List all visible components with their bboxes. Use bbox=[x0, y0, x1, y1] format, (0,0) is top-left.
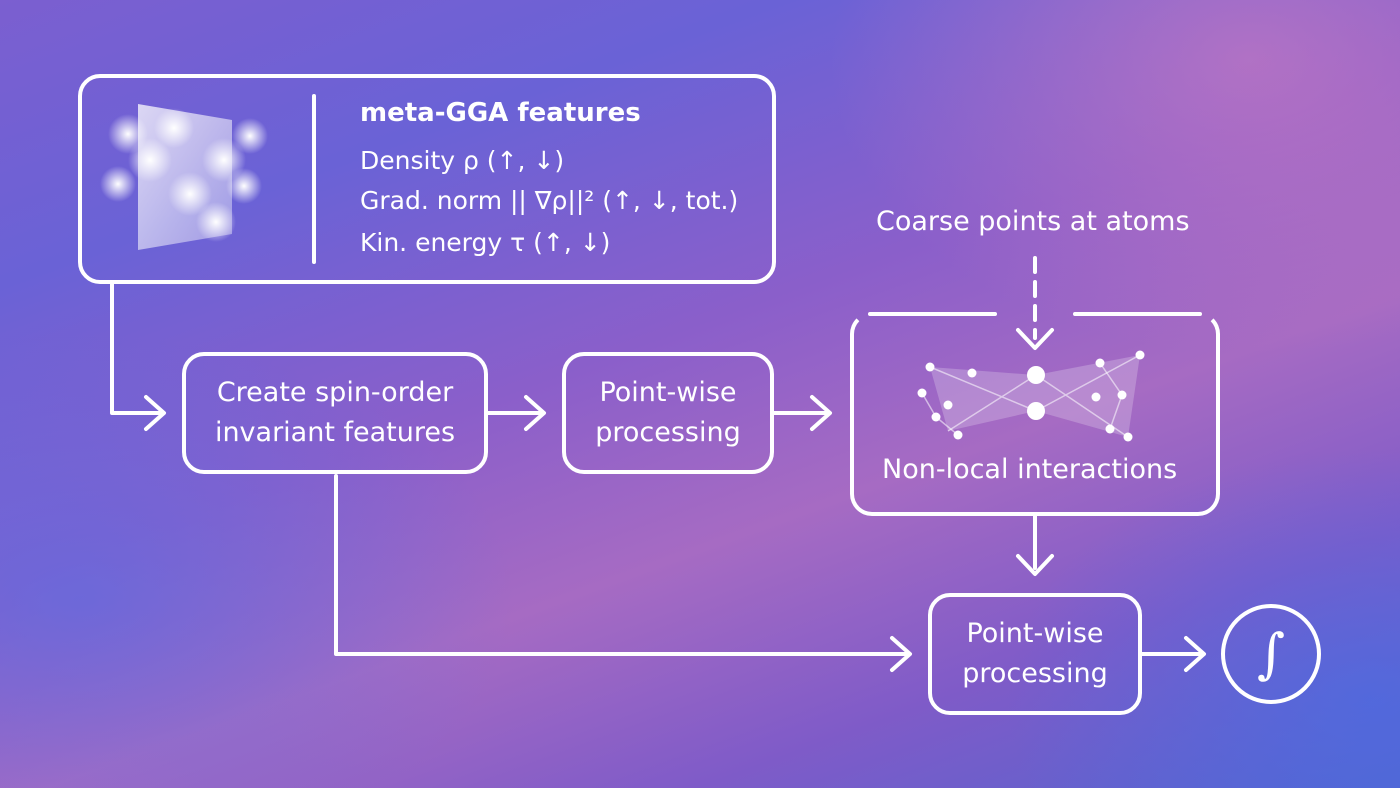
spin-box-line-1: Create spin-order bbox=[216, 377, 454, 408]
feature-kinetic-energy: Kin. energy τ (↑, ↓) bbox=[360, 228, 611, 257]
feature-gradient-norm: Grad. norm || ∇ρ||² (↑, ↓, tot.) bbox=[360, 186, 739, 215]
pointwise-2-line-2: processing bbox=[962, 658, 1108, 689]
arrow-features-to-spin bbox=[110, 281, 164, 415]
pointwise-processing-box-2: Point-wise processing bbox=[928, 593, 1142, 715]
integral-icon: ∫ bbox=[1256, 622, 1286, 685]
nonlocal-interactions-box bbox=[850, 312, 1220, 516]
features-box bbox=[78, 74, 776, 284]
spin-invariant-box: Create spin-order invariant features bbox=[182, 352, 488, 474]
features-divider bbox=[312, 94, 316, 264]
pointwise-2-line-1: Point-wise bbox=[966, 618, 1104, 649]
features-title: meta-GGA features bbox=[360, 98, 641, 128]
nonlocal-label: Non-local interactions bbox=[882, 454, 1178, 485]
pointwise-1-line-2: processing bbox=[595, 417, 741, 448]
spin-box-line-2: invariant features bbox=[214, 417, 456, 448]
pointwise-processing-box-1: Point-wise processing bbox=[562, 352, 774, 474]
arrow-spin-to-pointwise2 bbox=[334, 474, 910, 656]
coarse-points-label: Coarse points at atoms bbox=[876, 206, 1190, 237]
coarse-point-graph bbox=[917, 350, 1145, 442]
feature-density: Density ρ (↑, ↓) bbox=[360, 146, 565, 175]
integral-output-node: ∫ bbox=[1221, 604, 1321, 704]
nonlocal-box-top-edge bbox=[868, 312, 1202, 316]
pointwise-1-line-1: Point-wise bbox=[599, 377, 737, 408]
molecule-density-icon bbox=[100, 104, 268, 250]
